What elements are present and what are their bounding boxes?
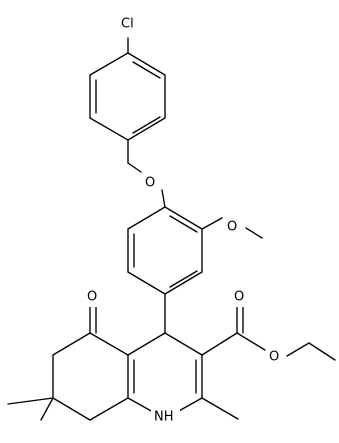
bond-chlorophenyl-1 [89,52,129,76]
ketone-oxygen-label: O [87,290,97,305]
bond-methoxyphenyl-double-2 [169,270,198,288]
ketone-oxygen-label-background [84,286,103,307]
bond-chlorophenyl-4 [127,117,166,141]
bond-chlorophenyl-double-3 [132,61,161,79]
bond-methoxy-methyl [245,227,263,239]
bond-ester-oxygen-ethyl [286,342,310,357]
bond-lines [7,37,336,421]
bond-chlorophenyl-double-2 [132,116,161,134]
chlorine-label: Cl [121,17,134,32]
bond-c3-ester-carbon [201,332,238,356]
bond-methoxyphenyl-3 [127,271,166,295]
bond-chlorophenyl-3 [89,117,129,141]
ring-nitrogen-label: NH [154,410,174,425]
methoxy-oxygen-label: O [227,220,237,235]
ester-carbonyl-oxygen-label-background [231,286,250,307]
bond-n1-c2 [176,397,203,413]
bond-ethyl-end [308,342,336,361]
chlorine-label-background [117,12,140,34]
bond-chlorophenyl-6 [127,52,166,76]
bond-c4-c4a [127,332,166,356]
bond-c8a-n1 [127,397,154,413]
bond-methoxyphenyl-double-3 [169,215,198,233]
bond-c8-c8a [89,397,129,421]
methoxy-oxygen-label-background [224,216,243,237]
bond-c4a-c5 [89,332,129,356]
ether-oxygen-label: O [145,176,155,191]
bond-oxygen-aryl [161,189,166,208]
bond-c7-methyl-down [40,397,54,421]
ester-alkoxy-oxygen-label: O [269,350,279,365]
bond-aryl-methoxy-oxygen [201,217,223,230]
ring-nitrogen-label-background [151,405,180,427]
bond-methoxyphenyl-6 [164,206,203,230]
bond-c2-methyl [201,397,239,420]
bond-ch2-oxygen [127,162,142,173]
ester-carbonyl-oxygen-label: O [234,290,244,305]
bond-c5-c6 [52,332,91,356]
atom-labels: Cl O O O O O NH [84,12,285,427]
bond-methoxyphenyl-1 [127,206,166,230]
bond-c4-c3 [164,332,203,356]
bond-c7-methyl-left [7,397,54,405]
bond-c7-c8 [52,397,91,421]
ester-alkoxy-oxygen-label-background [266,346,285,367]
ether-oxygen-label-background [142,172,161,193]
bond-ester-carbon-oxygen [236,332,266,351]
bond-methoxyphenyl-4 [164,271,203,295]
